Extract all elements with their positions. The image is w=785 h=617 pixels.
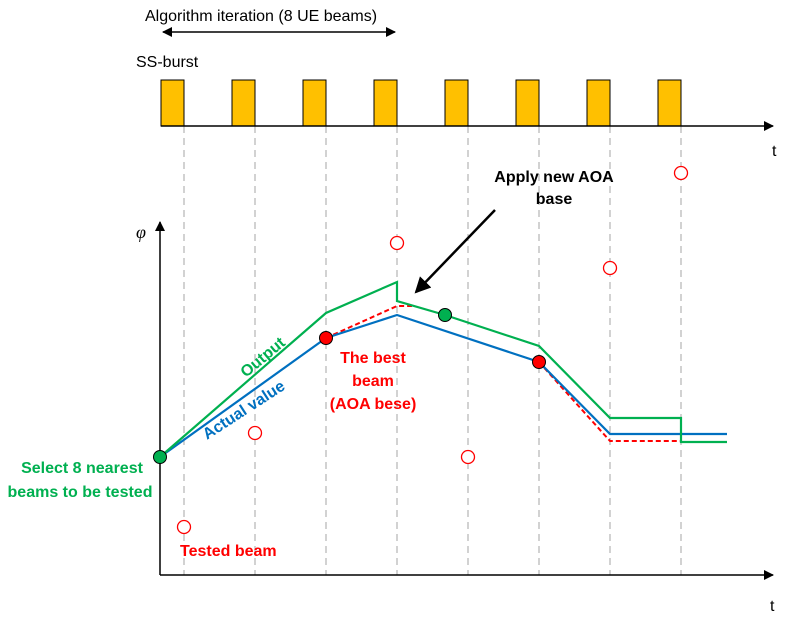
tested-beams [176,165,689,535]
select-label-line1: Select 8 nearest [21,460,144,477]
select-label-line2: beams to be tested [8,484,153,501]
output-label: Output [238,334,290,381]
ssburst-label: SS-burst [136,54,199,71]
red-dashed-segment-1 [325,305,412,339]
best-beam-label-line2: beam [352,373,394,390]
tested-beam-marker [673,165,689,181]
output-line [159,280,727,458]
top-t-label: t [772,143,777,160]
ssburst-block [373,79,398,127]
ssburst-block [231,79,256,127]
iteration-label: Algorithm iteration (8 UE beams) [145,8,377,25]
ssburst-block [657,79,682,127]
best-beam-label-line1: The best [340,350,406,367]
ssburst-block [302,79,327,127]
ssburst-block [515,79,540,127]
grid-lines [183,126,682,575]
ssburst-block [160,79,185,127]
tested-beam-marker [602,260,618,276]
phi-label: φ [136,222,146,242]
start-green-dot [153,450,167,464]
best-beam-red-dot-2 [532,355,546,369]
tested-beam-marker [389,235,405,251]
main-t-label: t [770,598,775,615]
ssburst-blocks [160,79,682,127]
tested-beam-marker [460,449,476,465]
red-dashed-segment-2 [538,361,681,442]
tested-beam-marker [176,519,192,535]
apply-label-line1: Apply new AOA [494,169,614,186]
tested-beam-label: Tested beam [180,543,277,560]
actual-value-line [159,313,727,458]
ssburst-block [586,79,611,127]
apply-arrow [414,209,496,294]
tested-beam-marker [247,425,263,441]
best-beam-label-line3: (AOA bese) [330,396,417,413]
ssburst-block [444,79,469,127]
best-beam-red-dot [319,331,333,345]
apply-label-line2: base [536,191,573,208]
new-base-green-dot [438,308,452,322]
